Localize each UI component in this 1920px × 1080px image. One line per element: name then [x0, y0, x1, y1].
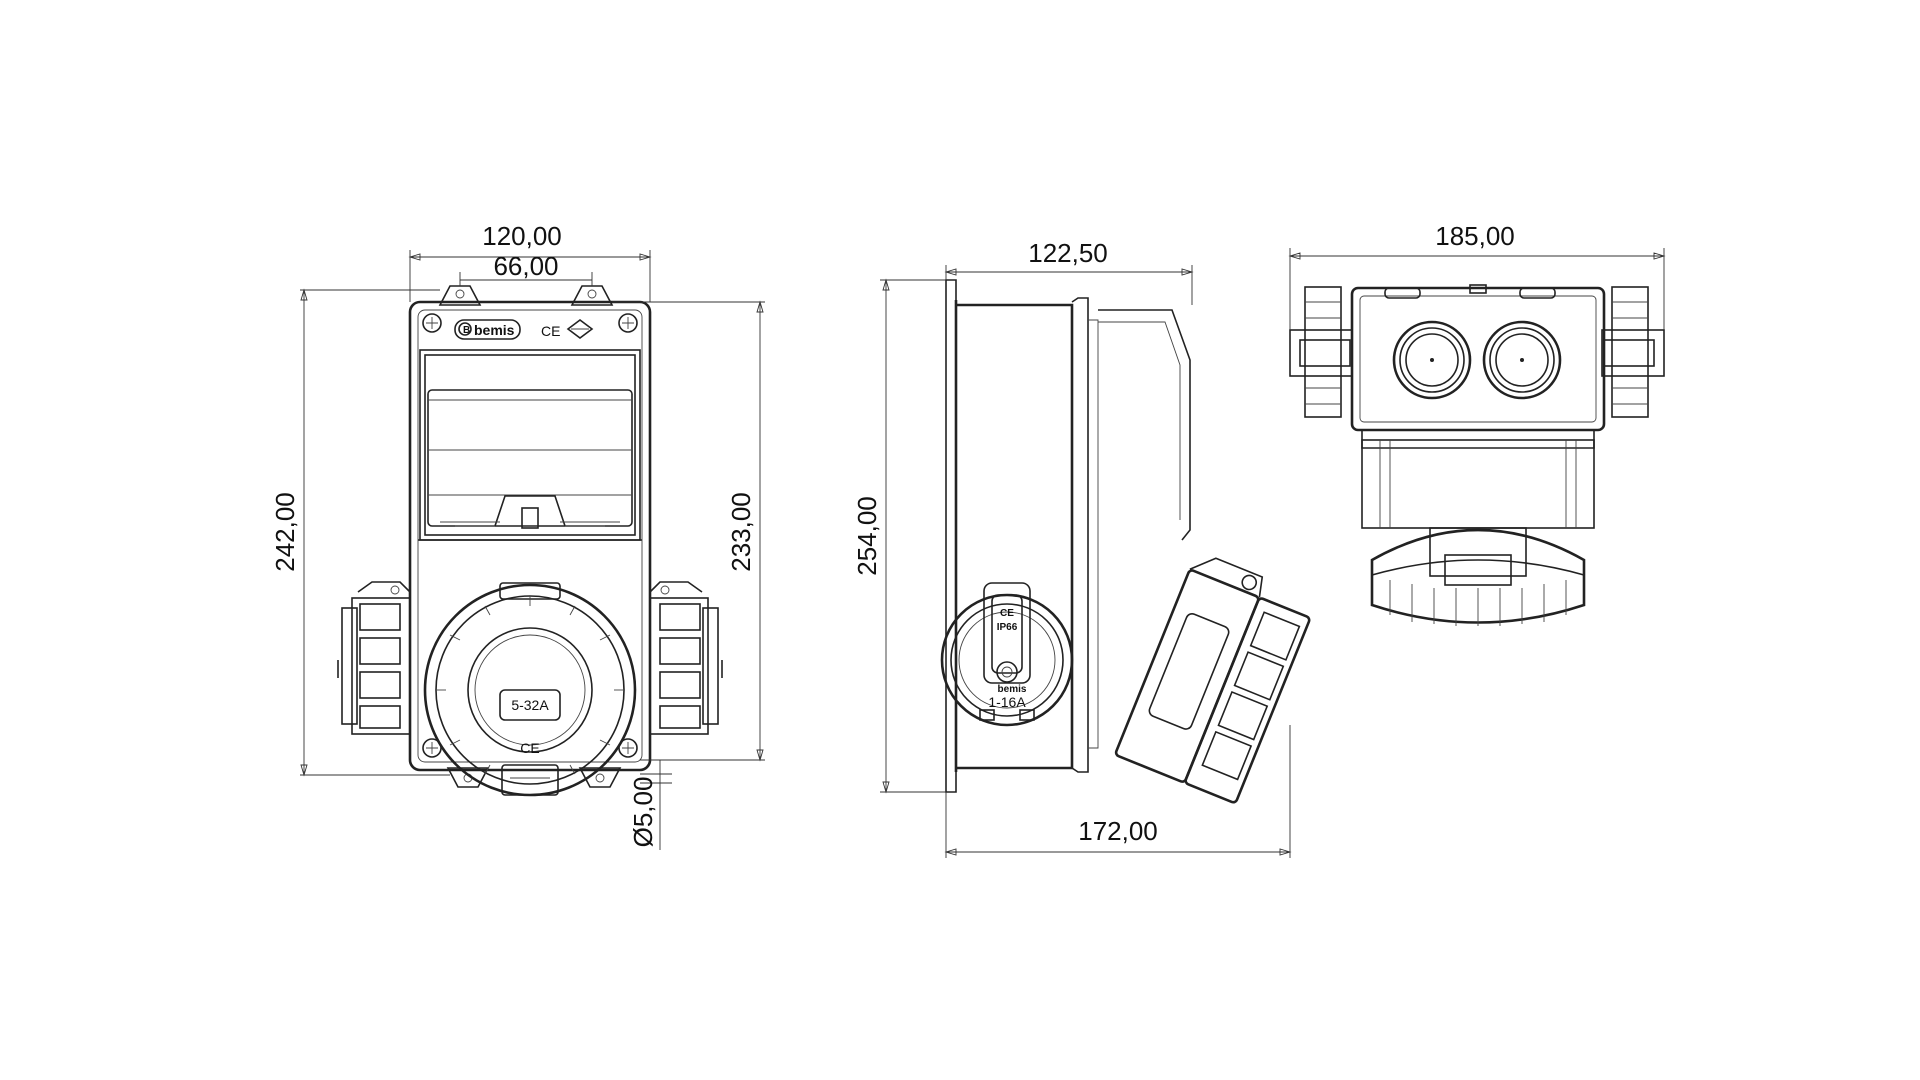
- front-right-gland: [649, 581, 723, 735]
- front-cert-mark: CE: [541, 323, 560, 339]
- side-view: CE IP66 bemis 1-16A 122,50 254,00: [852, 238, 1311, 858]
- top-view: 185,00: [1288, 221, 1666, 626]
- side-brand-label: bemis: [998, 684, 1027, 695]
- side-socket-ip: IP66: [997, 622, 1018, 633]
- front-socket-rating: 5-32A: [511, 697, 549, 713]
- top-bottom-socket: [1370, 527, 1586, 626]
- side-socket-rating: 1-16A: [988, 694, 1026, 710]
- front-socket: 5-32A CE: [423, 582, 637, 797]
- front-height-overall: 242,00: [270, 492, 300, 572]
- side-depth-top: 122,50: [1028, 238, 1108, 268]
- knockout-left: [1392, 320, 1472, 400]
- front-view: B bemis CE: [270, 221, 765, 850]
- side-height: 254,00: [852, 496, 882, 576]
- top-right-gland: [1601, 286, 1665, 418]
- knockout-right: [1482, 320, 1562, 400]
- front-socket-mark: CE: [520, 740, 539, 756]
- front-hole-spacing: 66,00: [493, 251, 558, 281]
- top-width: 185,00: [1435, 221, 1515, 251]
- svg-text:B: B: [463, 325, 470, 336]
- front-brand-label: bemis: [474, 322, 515, 338]
- side-socket-ce: CE: [1000, 608, 1014, 619]
- side-socket: CE IP66 bemis 1-16A: [940, 582, 1074, 727]
- side-depth-bottom: 172,00: [1078, 816, 1158, 846]
- front-height-inner: 233,00: [726, 492, 756, 572]
- front-width-overall: 120,00: [482, 221, 562, 251]
- front-left-gland: [337, 581, 411, 735]
- top-left-gland: [1289, 286, 1353, 418]
- side-angled-socket: [1114, 557, 1311, 804]
- front-hole-diameter: Ø5,00: [628, 777, 658, 848]
